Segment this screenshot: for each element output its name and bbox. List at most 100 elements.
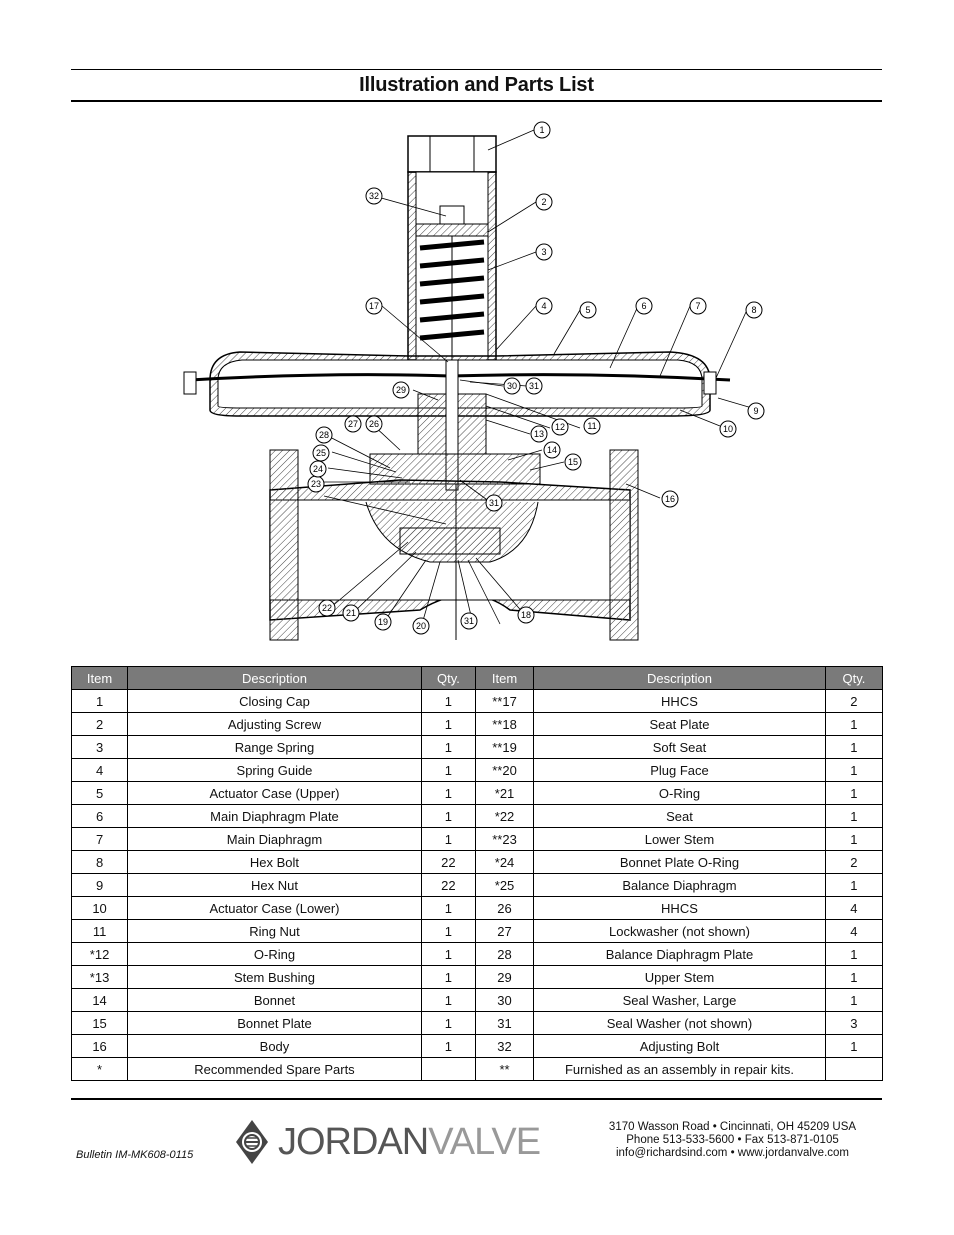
logo-mark-icon (236, 1120, 268, 1164)
callout-circle (503, 377, 521, 395)
callout-circle (533, 121, 551, 139)
cell-description-2: Lower Stem (533, 827, 826, 851)
logo-wordmark: JORDANVALVE (278, 1118, 541, 1166)
callout-label: 23 (311, 479, 321, 489)
callout-label: 27 (348, 419, 358, 429)
parts-table: Item Description Qty. Item Description Q… (70, 666, 884, 1081)
cell-item-2: **18 (474, 712, 535, 736)
callout-label: 16 (665, 494, 675, 504)
cell-item-2: *24 (474, 850, 535, 874)
cell-description: Actuator Case (Upper) (127, 781, 422, 805)
cell-qty-2: 1 (824, 1034, 884, 1058)
callout-label: 4 (541, 301, 546, 311)
header-description: Description (127, 666, 422, 690)
cell-qty-2: 2 (824, 689, 884, 713)
cell-qty-2: 4 (824, 919, 884, 943)
cell-item-2: *25 (474, 873, 535, 897)
cell-qty: 1 (420, 827, 476, 851)
callout-label: 1 (539, 125, 544, 135)
callout-4: 4 (535, 297, 553, 315)
cell-item: 8 (70, 850, 129, 874)
cell-item: 1 (70, 689, 129, 713)
cell-item: 2 (70, 712, 129, 736)
logo-word-jordan: JORDAN (278, 1121, 429, 1163)
cell-item-2: 30 (474, 988, 535, 1012)
cell-qty-2: 1 (824, 988, 884, 1012)
callout-label: 5 (585, 305, 590, 315)
callout-circle (583, 417, 601, 435)
cell-description: Body (127, 1034, 422, 1058)
callout-label: 21 (346, 608, 356, 618)
callout-27: 27 (344, 415, 362, 433)
callout-circle (517, 606, 535, 624)
callout-label: 7 (695, 301, 700, 311)
callout-label: 31 (529, 381, 539, 391)
cell-description: Bonnet Plate (127, 1011, 422, 1035)
cell-description: Hex Nut (127, 873, 422, 897)
cell-description-2: Bonnet Plate O-Ring (533, 850, 826, 874)
callout-circle (530, 425, 548, 443)
cell-description-2: Balance Diaphragm (533, 873, 826, 897)
callout-circle (344, 415, 362, 433)
callout-1: 1 (533, 121, 551, 139)
callout-label: 26 (369, 419, 379, 429)
callout-circle (543, 441, 561, 459)
cell-qty-2: 4 (824, 896, 884, 920)
title-underline (71, 100, 882, 102)
callout-label: 3 (541, 247, 546, 257)
cell-item-2: *22 (474, 804, 535, 828)
cell-qty: 1 (420, 896, 476, 920)
cell-description-2: Lockwasher (not shown) (533, 919, 826, 943)
cell-description-2: Seal Washer (not shown) (533, 1011, 826, 1035)
callout-8: 8 (745, 301, 763, 319)
closing-cap-shape (407, 135, 497, 173)
table-row: *Recommended Spare Parts**Furnished as a… (70, 1057, 884, 1081)
callout-24: 24 (309, 460, 327, 478)
cell-qty-2: 3 (824, 1011, 884, 1035)
cell-item-2: 32 (474, 1034, 535, 1058)
callout-label: 29 (396, 385, 406, 395)
cell-qty-2: 1 (824, 827, 884, 851)
header-item-2: Item (474, 666, 535, 690)
callout-circle (719, 420, 737, 438)
callout-17: 17 (365, 297, 383, 315)
cell-description-2: Seal Washer, Large (533, 988, 826, 1012)
callout-11: 11 (583, 417, 601, 435)
callout-label: 10 (723, 424, 733, 434)
callout-label: 12 (555, 422, 565, 432)
callout-10: 10 (719, 420, 737, 438)
callout-3: 3 (535, 243, 553, 261)
callout-label: 17 (369, 301, 379, 311)
callout-20: 20 (412, 617, 430, 635)
cell-item: 16 (70, 1034, 129, 1058)
callout-circle (535, 243, 553, 261)
cell-item: 3 (70, 735, 129, 759)
cell-qty-2: 2 (824, 850, 884, 874)
callout-circle (745, 301, 763, 319)
callout-circle (551, 418, 569, 436)
cell-description-2: Seat (533, 804, 826, 828)
cell-description-2: Furnished as an assembly in repair kits. (533, 1057, 826, 1081)
callout-circle (525, 377, 543, 395)
callout-31-c: 31 (460, 612, 478, 630)
cell-item-2: **23 (474, 827, 535, 851)
cell-qty: 1 (420, 919, 476, 943)
callout-30: 30 (503, 377, 521, 395)
callout-19: 19 (374, 613, 392, 631)
page-title: Illustration and Parts List (359, 74, 594, 96)
cell-item: 4 (70, 758, 129, 782)
callout-label: 31 (489, 498, 499, 508)
cell-description: Main Diaphragm (127, 827, 422, 851)
callout-circle (747, 402, 765, 420)
callout-circle (579, 301, 597, 319)
cell-item-2: **17 (474, 689, 535, 713)
callout-label: 18 (521, 610, 531, 620)
cell-description-2: Soft Seat (533, 735, 826, 759)
callout-circle (412, 617, 430, 635)
